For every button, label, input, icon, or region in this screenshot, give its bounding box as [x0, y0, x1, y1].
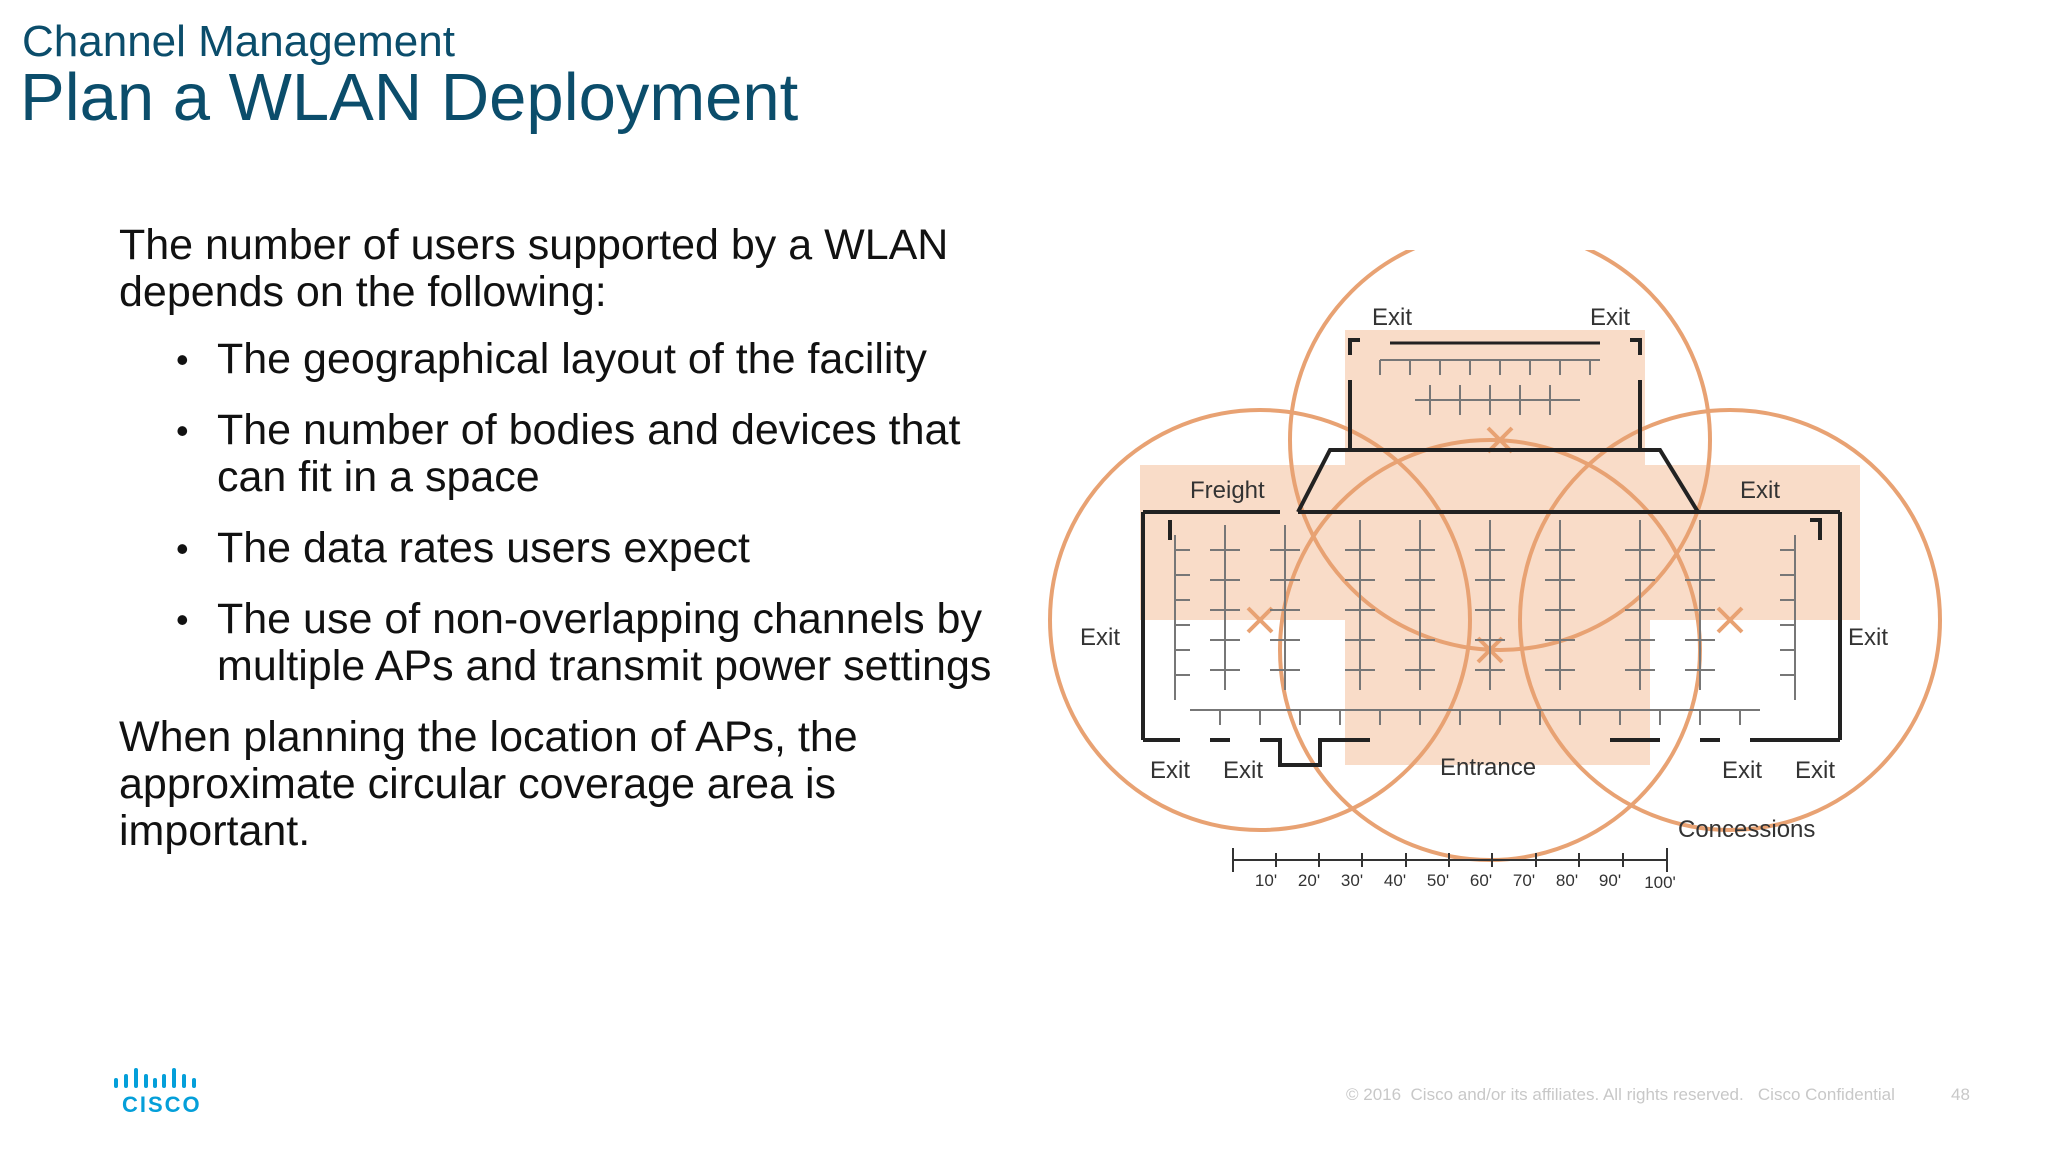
floor-fill [1140, 330, 1860, 765]
slide-title: Plan a WLAN Deployment [20, 60, 799, 135]
coverage-circle-top [1288, 250, 1712, 652]
bullet-list: • The geographical layout of the facility… [119, 336, 999, 690]
cisco-logo-text: CISCO [122, 1092, 202, 1117]
label-exit-bottom-3: Exit [1722, 757, 1762, 784]
scale-tick-label: 90' [1599, 871, 1621, 890]
wlan-floor-plan-diagram: Exit Exit Freight Exit Exit Exit Exit Ex… [1048, 250, 1942, 892]
label-exit-top-left: Exit [1372, 304, 1412, 331]
floor-fixtures [1174, 359, 1796, 725]
coverage-circle-left [1048, 408, 1472, 832]
cisco-logo-icon [114, 1068, 196, 1088]
ap-marker-left [1246, 606, 1274, 634]
bullet-marker: • [176, 599, 189, 640]
scale-tick-label: 80' [1556, 871, 1578, 890]
scale-tick-label: 70' [1513, 871, 1535, 890]
label-exit-right-top: Exit [1740, 477, 1780, 504]
label-entrance: Entrance [1440, 754, 1536, 781]
scale-tick-label: 40' [1384, 871, 1406, 890]
coverage-circle-right [1518, 408, 1942, 832]
bullet-item: • The number of bodies and devices that c… [176, 406, 999, 501]
building-walls [1141, 338, 1842, 767]
label-exit-left: Exit [1080, 624, 1120, 651]
label-exit-top-right: Exit [1590, 304, 1630, 331]
bullet-item: • The use of non-overlapping channels by … [176, 595, 999, 690]
label-exit-right: Exit [1848, 624, 1888, 651]
intro-paragraph: The number of users supported by a WLAN … [119, 221, 949, 316]
label-exit-bottom-4: Exit [1795, 757, 1835, 784]
label-exit-bottom-1: Exit [1150, 757, 1190, 784]
page-number: 48 [1951, 1085, 1970, 1104]
bullet-text: The data rates users expect [217, 524, 751, 572]
label-exit-bottom-2: Exit [1223, 757, 1263, 784]
bullet-marker: • [176, 339, 189, 380]
bullet-text: The number of bodies and devices that ca… [217, 406, 961, 501]
scale-tick-label: 30' [1341, 871, 1363, 890]
scale-tick-label: 10' [1255, 871, 1277, 890]
scale-tick-label: 60' [1470, 871, 1492, 890]
label-freight: Freight [1190, 477, 1265, 504]
bullet-marker: • [176, 528, 189, 569]
scale-tick-label: 50' [1427, 871, 1449, 890]
copyright-notice: © 2016 Cisco and/or its affiliates. All … [1346, 1085, 1895, 1104]
label-concessions: Concessions [1678, 816, 1815, 843]
scale-tick-label: 100' [1644, 873, 1676, 892]
scale-tick-label: 20' [1298, 871, 1320, 890]
bullet-item: • The geographical layout of the facility [176, 335, 999, 383]
slide-body: The number of users supported by a WLAN … [119, 222, 999, 855]
section-subtitle: Channel Management [22, 17, 455, 66]
bullet-text: The use of non-overlapping channels by m… [217, 595, 992, 690]
ap-marker-right [1716, 606, 1744, 634]
distance-scale: 10' 20' 30' 40' 50' 60' 70' 80' 90' 100' [1232, 848, 1676, 892]
bullet-item: • The data rates users expect [176, 524, 999, 572]
bullet-marker: • [176, 410, 189, 451]
closing-paragraph: When planning the location of APs, the a… [119, 713, 858, 855]
bullet-text: The geographical layout of the facility [217, 335, 927, 383]
